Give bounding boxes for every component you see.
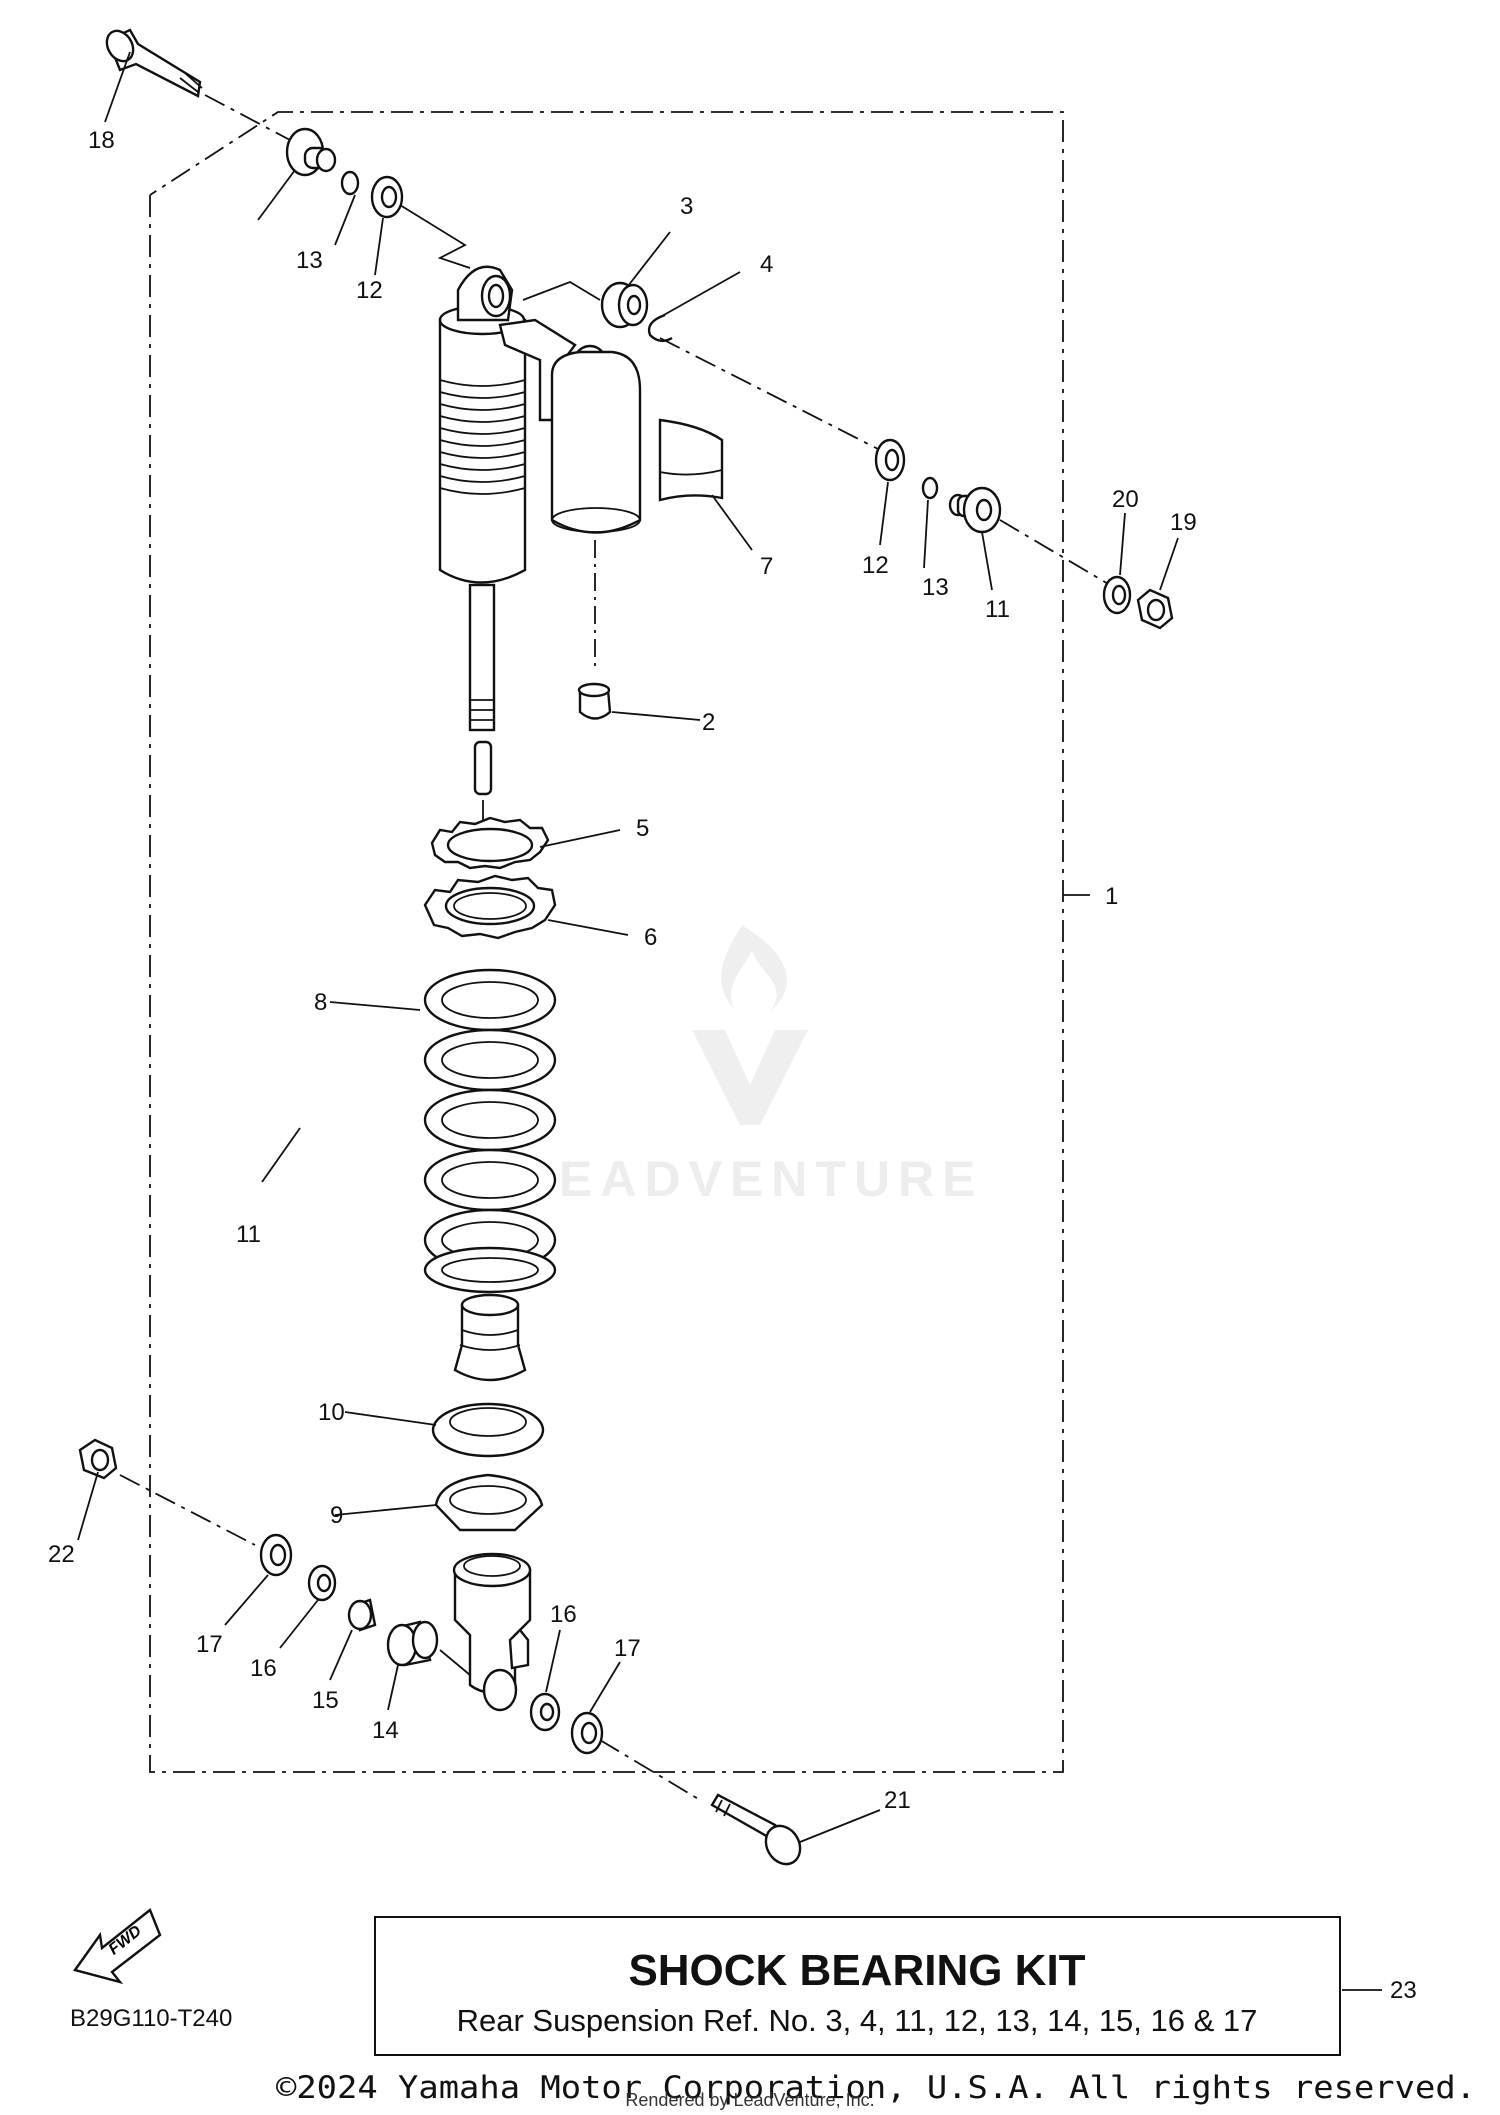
bolt-18 bbox=[105, 28, 203, 98]
callout-21: 21 bbox=[884, 1787, 911, 1814]
callout-13-upper: 13 bbox=[296, 247, 323, 274]
callout-1: 1 bbox=[1105, 883, 1118, 910]
callout-17-left: 17 bbox=[196, 1631, 223, 1658]
callout-12-right: 12 bbox=[862, 552, 889, 579]
leader-lines bbox=[77, 51, 1382, 1991]
callout-23: 23 bbox=[1390, 1977, 1417, 2004]
band-7 bbox=[658, 418, 724, 502]
callout-13-right: 13 bbox=[922, 574, 949, 601]
callout-17-right: 17 bbox=[614, 1635, 641, 1662]
leadventure-watermark: LEADVENTURE bbox=[520, 925, 983, 1207]
nut-19 bbox=[1136, 588, 1174, 630]
spring-stopper-9 bbox=[434, 1473, 544, 1532]
axis-break-upper bbox=[399, 204, 471, 269]
callout-9: 9 bbox=[330, 1502, 343, 1529]
damper-rod bbox=[468, 583, 496, 835]
callout-18: 18 bbox=[88, 127, 115, 154]
oring-13-upper bbox=[340, 170, 360, 196]
callout-2: 2 bbox=[702, 709, 715, 736]
callout-15: 15 bbox=[312, 1687, 339, 1714]
circlip-4 bbox=[647, 313, 673, 343]
callout-5: 5 bbox=[636, 815, 649, 842]
callout-labels: 1 2 3 4 5 6 7 8 9 10 11 11 12 12 13 13 1… bbox=[48, 127, 1417, 2004]
collar-16-right bbox=[529, 1692, 561, 1732]
washer-20 bbox=[1102, 575, 1132, 615]
callout-19: 19 bbox=[1170, 509, 1197, 536]
callout-12-upper: 12 bbox=[356, 277, 383, 304]
axis-line-lower-right bbox=[599, 1739, 701, 1801]
watermark-text: LEADVENTURE bbox=[520, 1151, 983, 1207]
callout-8: 8 bbox=[314, 989, 327, 1016]
copyright-text: ©2024 Yamaha Motor Corporation, U.S.A. A… bbox=[276, 2070, 1476, 2106]
bolt-21 bbox=[710, 1793, 802, 1866]
kit-subtitle: Rear Suspension Ref. No. 3, 4, 11, 12, 1… bbox=[457, 2003, 1258, 2038]
callout-10: 10 bbox=[318, 1399, 345, 1426]
nut-22 bbox=[78, 1438, 118, 1480]
body-threads bbox=[439, 379, 526, 495]
washer-17-left bbox=[259, 1533, 293, 1577]
spring-8 bbox=[423, 968, 557, 1294]
callout-4: 4 bbox=[760, 251, 773, 278]
callout-20: 20 bbox=[1112, 486, 1139, 513]
fwd-arrow-icon: FWD bbox=[73, 1908, 162, 1985]
axis-line-upper bbox=[204, 94, 291, 141]
callout-11-upper: 11 bbox=[236, 1221, 261, 1248]
callout-16-left: 16 bbox=[250, 1655, 277, 1682]
callout-16-right: 16 bbox=[550, 1601, 577, 1628]
callout-6: 6 bbox=[644, 924, 657, 951]
washer-17-right bbox=[570, 1711, 604, 1755]
collar-11-right bbox=[948, 486, 1002, 534]
spring-seat-10 bbox=[431, 1402, 545, 1458]
washer-12-upper bbox=[370, 175, 404, 219]
reservoir bbox=[550, 350, 642, 534]
assembly-boundary bbox=[149, 111, 1064, 1773]
axis-break-3 bbox=[522, 281, 601, 301]
collar-15 bbox=[347, 1598, 377, 1632]
oring-13-right bbox=[921, 476, 939, 500]
shock-absorber-body bbox=[438, 265, 610, 584]
axis-line-lower-left bbox=[119, 1474, 256, 1546]
washer-12-right bbox=[874, 438, 906, 482]
callout-22: 22 bbox=[48, 1541, 75, 1568]
adjust-nut-6 bbox=[423, 874, 557, 940]
callout-3: 3 bbox=[680, 193, 693, 220]
rendered-by-text: Rendered by LeadVenture, Inc. bbox=[625, 2090, 874, 2110]
kit-box: SHOCK BEARING KIT Rear Suspension Ref. N… bbox=[374, 1916, 1341, 2056]
collar-16-left bbox=[307, 1564, 337, 1602]
collar-3 bbox=[600, 281, 649, 329]
bearing-14 bbox=[386, 1620, 439, 1667]
callout-11-right: 11 bbox=[985, 596, 1010, 623]
cap-2 bbox=[577, 682, 612, 720]
collar-11-upper bbox=[285, 127, 337, 177]
axis-break-lower bbox=[439, 1649, 471, 1676]
kit-title: SHOCK BEARING KIT bbox=[628, 1946, 1085, 1995]
callout-7: 7 bbox=[760, 553, 773, 580]
axis-line-right bbox=[659, 337, 881, 451]
bump-stopper bbox=[453, 1293, 527, 1382]
lock-nut-5 bbox=[430, 816, 550, 870]
diagram-code: B29G110-T240 bbox=[70, 2005, 232, 2032]
callout-14: 14 bbox=[372, 1717, 399, 1744]
lower-clevis bbox=[452, 1552, 532, 1712]
axis-line-far-right bbox=[999, 519, 1111, 586]
